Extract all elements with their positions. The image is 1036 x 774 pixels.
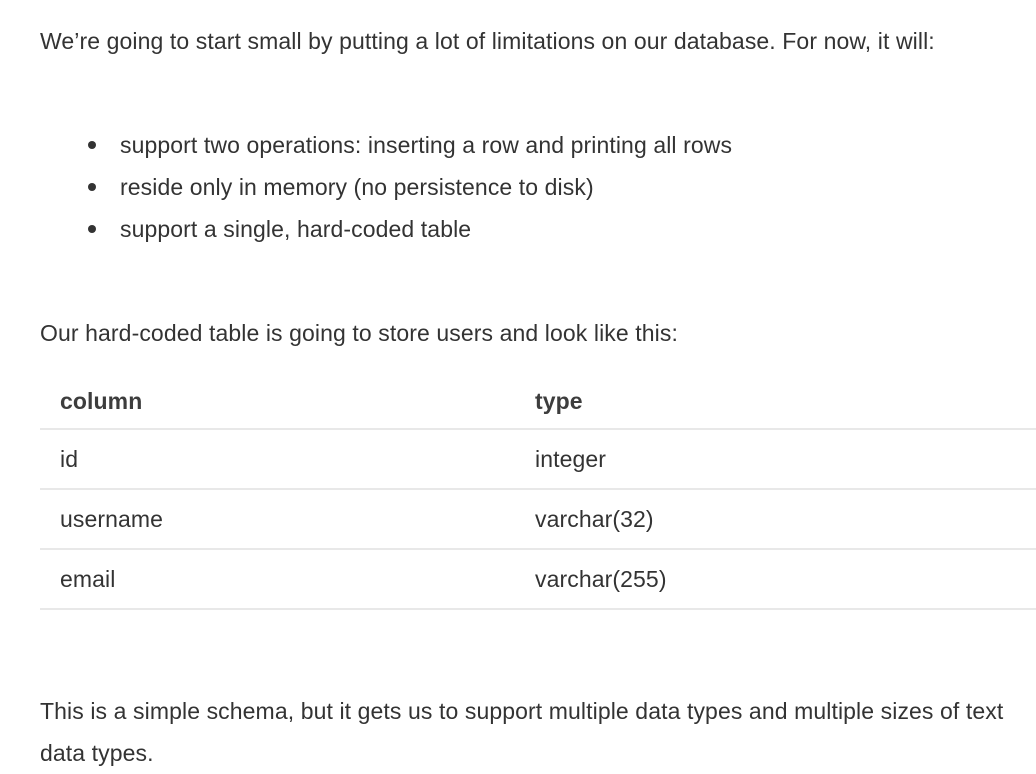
list-item: support two operations: inserting a row … xyxy=(0,124,1000,166)
table-lead-paragraph: Our hard-coded table is going to store u… xyxy=(40,320,678,346)
cell-column-type: integer xyxy=(515,429,1036,490)
bullet-dot-icon xyxy=(88,183,96,191)
bullet-dot-icon xyxy=(88,141,96,149)
column-header-column: column xyxy=(40,374,515,430)
list-item-label: support a single, hard-coded table xyxy=(120,216,472,242)
cell-column-type: varchar(32) xyxy=(515,489,1036,550)
cell-column-type: varchar(255) xyxy=(515,549,1036,610)
schema-table: column type id integer username varchar(… xyxy=(40,374,1036,610)
list-item: support a single, hard-coded table xyxy=(0,208,1000,250)
table-body: id integer username varchar(32) email va… xyxy=(40,429,1036,610)
table-header: column type xyxy=(40,374,1036,430)
list-item: reside only in memory (no persistence to… xyxy=(0,166,1000,208)
list-item-label: reside only in memory (no persistence to… xyxy=(120,174,594,200)
schema-table-container: column type id integer username varchar(… xyxy=(40,374,1036,610)
requirements-list: support two operations: inserting a row … xyxy=(0,124,1000,250)
table-row: username varchar(32) xyxy=(40,489,1036,550)
cell-column-name: username xyxy=(40,489,515,550)
table-row: id integer xyxy=(40,429,1036,490)
closing-paragraph: This is a simple schema, but it gets us … xyxy=(40,698,1004,766)
intro-paragraph: We’re going to start small by putting a … xyxy=(40,28,935,54)
bullet-dot-icon xyxy=(88,225,96,233)
cell-column-name: email xyxy=(40,549,515,610)
table-header-row: column type xyxy=(40,374,1036,430)
column-header-type: type xyxy=(515,374,1036,430)
list-item-label: support two operations: inserting a row … xyxy=(120,132,733,158)
table-row: email varchar(255) xyxy=(40,549,1036,610)
cell-column-name: id xyxy=(40,429,515,490)
